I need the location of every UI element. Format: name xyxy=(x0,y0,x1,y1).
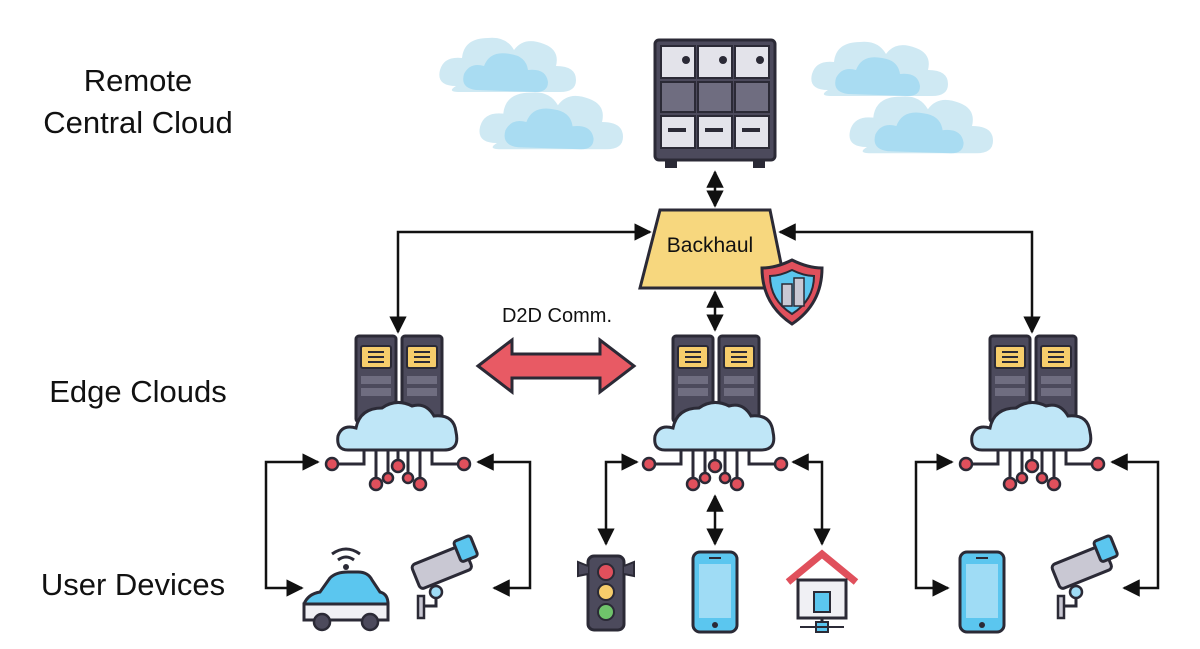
edge-server-cloud-icon xyxy=(958,334,1106,492)
backhaul-label: Backhaul xyxy=(667,234,753,257)
cloud-icon xyxy=(849,96,993,154)
d2d-label: D2D Comm. xyxy=(502,305,612,327)
smartphone-icon xyxy=(691,550,739,634)
security-shield-icon xyxy=(760,258,824,326)
d2d-arrow: D2D Comm. xyxy=(475,305,637,396)
label-remote-line1: Remote xyxy=(83,63,193,98)
cloud-icon xyxy=(439,37,576,92)
label-remote-line2: Central Cloud xyxy=(43,105,233,140)
security-camera-icon xyxy=(409,533,480,620)
edge-server-cloud-icon xyxy=(324,334,472,492)
label-remote-central-cloud: Remote Central Cloud xyxy=(18,60,258,144)
cloud-icon xyxy=(811,41,948,96)
cloud-icon xyxy=(479,92,623,150)
traffic-light-icon xyxy=(577,554,635,632)
label-edge-clouds: Edge Clouds xyxy=(49,374,227,409)
label-user-devices: User Devices xyxy=(40,567,226,602)
smart-home-icon xyxy=(785,549,859,633)
connected-car-icon xyxy=(302,547,390,632)
edge-server-cloud-icon xyxy=(641,334,789,492)
smartphone-icon xyxy=(958,550,1006,634)
server-rack-icon xyxy=(653,38,777,168)
security-camera-icon xyxy=(1049,533,1120,620)
